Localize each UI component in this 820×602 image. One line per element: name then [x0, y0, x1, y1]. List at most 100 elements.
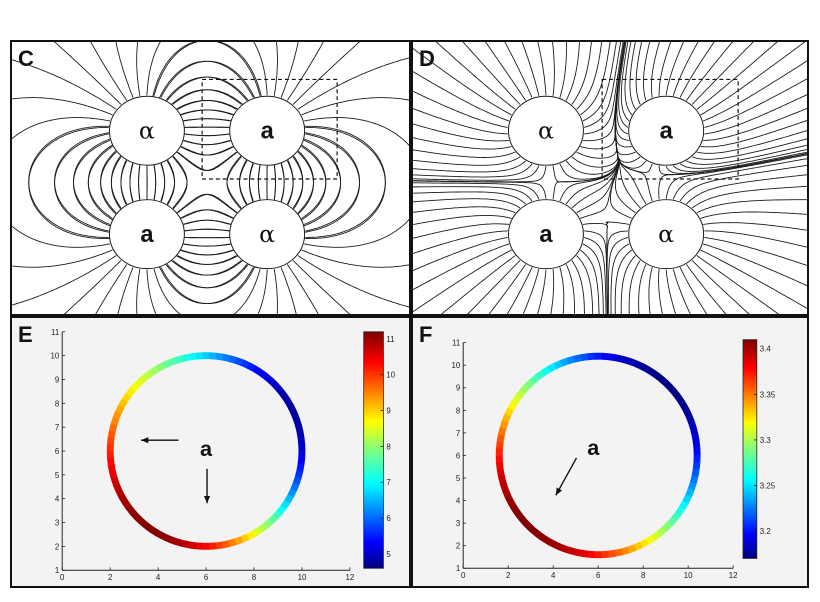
d-field-line-125	[614, 42, 653, 202]
c-field-line-114	[170, 259, 242, 276]
c-field-line-85	[54, 131, 112, 232]
panel-f-ring-segment-53	[511, 506, 522, 517]
c-field-line-78	[117, 267, 134, 314]
panel-f-ring-segment-73	[633, 541, 644, 551]
panel-e-x-tick-label-0: 0	[60, 573, 65, 582]
c-field-line-91	[129, 162, 134, 202]
d-field-line-30	[576, 42, 603, 110]
c-field-line-5	[165, 160, 176, 208]
panel-f-y-tick-label-8: 9	[456, 384, 460, 393]
panel-f-ring-segment-54	[515, 511, 526, 522]
panel-e-ring-segment-57	[139, 519, 150, 530]
panel-e-y-tick-label-0: 1	[55, 566, 59, 575]
panel-f-ring-segment-8	[675, 394, 685, 405]
c-field-line-84	[28, 125, 111, 238]
panel-e-ring-segment-24	[188, 352, 197, 361]
c-field-line-30	[177, 99, 240, 111]
d-field-line-9	[413, 165, 540, 181]
panel-f-colorbar-tick-label-0: 3.2	[760, 527, 771, 536]
d-field-line-80	[467, 260, 521, 314]
panel-e-ring-segment-7	[284, 398, 294, 408]
c-field-line-99	[181, 209, 236, 220]
panel-f-ring-segment-31	[534, 370, 545, 381]
c-field-line-59	[253, 42, 268, 96]
d-field-line-50	[616, 42, 629, 135]
panel-f-ring-segment-52	[507, 500, 518, 511]
c-field-line-48	[178, 145, 233, 156]
d-field-line-102	[704, 236, 807, 266]
panel-e-ring-segment-73	[240, 533, 250, 543]
panel-f-ring-segment-40	[499, 420, 509, 430]
panel-f-ring-segment-18	[620, 355, 630, 365]
panel-e-ring-segment-14	[251, 365, 262, 375]
c-field-line-53	[178, 109, 233, 116]
panel-c-letter: C	[18, 46, 34, 71]
c-field-line-126	[257, 163, 261, 200]
panel-f-colorbar-tick-label-4: 3.4	[760, 345, 772, 354]
c-field-line-24	[136, 42, 141, 96]
panel-f-ring-segment-25	[573, 354, 582, 363]
c-field-line-12	[110, 156, 122, 210]
panel-f-y-tick-label-4: 5	[456, 474, 461, 483]
d-field-line-20	[435, 42, 516, 110]
panel-e-ring-segment-40	[110, 417, 120, 427]
panel-f-ring-segment-3	[689, 426, 699, 436]
c-field-line-56	[164, 76, 248, 102]
panel-e-ring-segment-29	[156, 362, 166, 372]
d-field-line-83	[413, 243, 510, 291]
panel-f-y-tick-label-5: 6	[456, 451, 461, 460]
panel-e-ring	[106, 352, 306, 550]
panel-e-ring-segment-61	[162, 533, 172, 543]
c-field-line-63	[292, 42, 361, 105]
panel-f-ring-segment-13	[651, 370, 662, 381]
d-field-line-109	[672, 268, 691, 314]
panel-f-ring-segment-42	[496, 434, 505, 443]
panel-f-ring-segment-48	[498, 475, 507, 484]
panel-f-ring-segment-59	[540, 534, 551, 545]
panel-e-ring-segment-36	[121, 393, 132, 403]
panel-e-ring-segment-18	[228, 355, 237, 364]
panel-e-ring-segment-8	[280, 392, 291, 403]
d-field-line-134	[703, 222, 807, 231]
panel-e-x-tick-label-6: 12	[346, 573, 355, 582]
panel-f-colorbar-tick-label-3: 3.35	[760, 390, 776, 399]
panel-e-arrows	[141, 437, 211, 504]
panel-e-ring-segment-53	[121, 499, 132, 510]
c-field-line-121	[178, 209, 233, 220]
d-field-line-120	[605, 221, 630, 314]
c-field-line-96	[165, 157, 176, 205]
d-field-line-88	[413, 206, 516, 214]
c-field-line-23	[115, 42, 134, 98]
d-field-line-117	[610, 243, 630, 314]
d-field-line-105	[696, 255, 780, 314]
panel-f-y-tick-label-0: 1	[456, 564, 460, 573]
panel-e-y-tick-label-4: 5	[55, 471, 60, 480]
panel-e-letter: E	[18, 322, 33, 347]
d-field-line-127	[665, 154, 807, 199]
panel-f-ring-segment-57	[529, 526, 540, 537]
panel-e-ring-segment-31	[144, 369, 155, 379]
panel-e-y-tick-label-5: 6	[55, 447, 60, 456]
d-field-line-36	[700, 120, 807, 148]
d-field-line-29	[571, 42, 592, 105]
top-margin	[0, 0, 820, 40]
d-field-line-66	[702, 60, 807, 122]
panel-e-ring-segment-46	[106, 457, 115, 465]
c-field-line-77	[136, 268, 141, 314]
c-field-line-122	[175, 193, 237, 215]
panel-f-ring-segment-71	[621, 546, 631, 556]
d-field-line-28	[565, 42, 580, 101]
c-field-line-75	[153, 268, 181, 314]
panel-e-ring-segment-30	[150, 365, 160, 376]
d-field-line-25	[537, 42, 547, 96]
panel-e-ring-segment-27	[168, 357, 178, 366]
panel-e-y-tick-label-10: 11	[51, 328, 59, 337]
panel-f-ring-segment-50	[501, 488, 512, 498]
panel-f-y-tick-label-3: 4	[456, 497, 461, 506]
panel-f-ring-segment-26	[566, 355, 576, 365]
panel-e-y-tick-label-3: 4	[55, 495, 60, 504]
d-field-line-106	[691, 260, 750, 314]
panel-e-x-tick-label-2: 4	[156, 573, 161, 582]
